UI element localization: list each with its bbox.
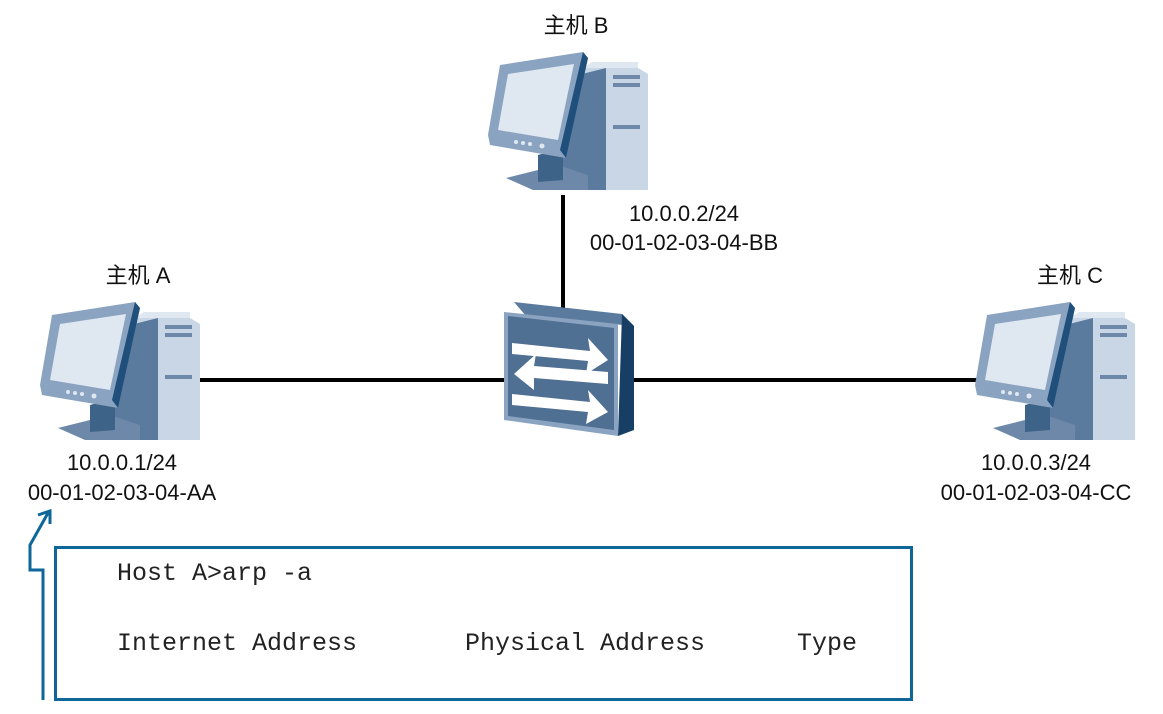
host-b-ip: 10.0.0.2/24 (628, 201, 740, 226)
computer-icon (488, 52, 648, 190)
host-c-mac: 00-01-02-03-04-CC (940, 480, 1132, 505)
switch-icon[interactable] (500, 298, 640, 438)
host-b-mac: 00-01-02-03-04-BB (589, 230, 779, 255)
host-a-name: 主机 A (105, 263, 171, 288)
command-line: Host A>arp -a (117, 559, 313, 588)
computer-icon (975, 302, 1135, 440)
host-a-mac: 00-01-02-03-04-AA (27, 480, 217, 505)
host-a-ip: 10.0.0.1/24 (66, 450, 178, 475)
host-b-name: 主机 B (543, 13, 609, 38)
column-physical-address: Physical Address (465, 629, 706, 658)
arrows-glyph (512, 338, 608, 424)
computer-icon (40, 302, 200, 440)
column-internet-address: Internet Address (117, 629, 358, 658)
host-c-name: 主机 C (1036, 263, 1104, 288)
host-c-ip: 10.0.0.3/24 (980, 450, 1092, 475)
arp-output-box: Host A>arp -a Internet Address Physical … (54, 546, 913, 701)
column-type: Type (797, 629, 858, 658)
